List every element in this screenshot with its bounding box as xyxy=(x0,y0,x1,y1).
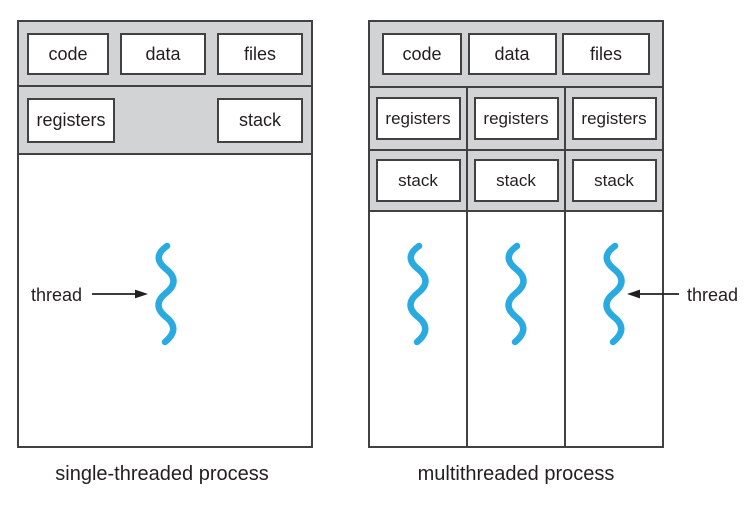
multithreaded-caption: multithreaded process xyxy=(417,463,615,485)
stack-cell: stack xyxy=(566,151,662,212)
registers-cell: registers xyxy=(566,88,662,151)
thread-squiggle-icon xyxy=(407,242,429,346)
thread-squiggle-icon xyxy=(155,242,177,346)
data-box: data xyxy=(120,32,206,75)
registers-box: registers xyxy=(27,97,115,143)
stack-box: stack xyxy=(571,159,657,202)
thread-column-3: registers stack xyxy=(566,88,662,446)
memory-segments-row: code data files xyxy=(370,22,662,88)
thread-arrow-icon xyxy=(92,289,148,299)
memory-segments-row: code data files xyxy=(19,22,311,87)
stack-cell: stack xyxy=(370,151,466,212)
thread-label: thread xyxy=(31,285,83,305)
registers-stack-row: registers stack xyxy=(19,87,311,155)
thread-label: thread xyxy=(687,285,739,305)
stack-box: stack xyxy=(375,159,461,202)
multithreaded-process-box: code data files registers stack register… xyxy=(368,20,664,448)
code-box: code xyxy=(382,33,462,75)
stack-box: stack xyxy=(473,159,559,202)
thread-area xyxy=(566,212,662,446)
single-threaded-process-box: code data files registers stack xyxy=(17,20,313,448)
thread-column-1: registers stack xyxy=(370,88,466,446)
registers-box: registers xyxy=(375,97,461,140)
single-threaded-caption: single-threaded process xyxy=(55,463,269,485)
registers-box: registers xyxy=(571,97,657,140)
stack-cell: stack xyxy=(468,151,564,212)
data-box: data xyxy=(467,33,557,75)
registers-box: registers xyxy=(473,97,559,140)
thread-squiggle-icon xyxy=(603,242,625,346)
thread-area xyxy=(19,155,311,446)
thread-area xyxy=(468,212,564,446)
stack-box: stack xyxy=(217,97,303,143)
thread-area xyxy=(370,212,466,446)
files-box: files xyxy=(562,33,650,75)
code-box: code xyxy=(27,32,109,75)
thread-column-2: registers stack xyxy=(466,88,566,446)
registers-cell: registers xyxy=(370,88,466,151)
thread-arrow-icon xyxy=(627,289,679,299)
registers-cell: registers xyxy=(468,88,564,151)
thread-squiggle-icon xyxy=(505,242,527,346)
thread-columns: registers stack registers stack register… xyxy=(370,88,662,446)
files-box: files xyxy=(217,32,303,75)
